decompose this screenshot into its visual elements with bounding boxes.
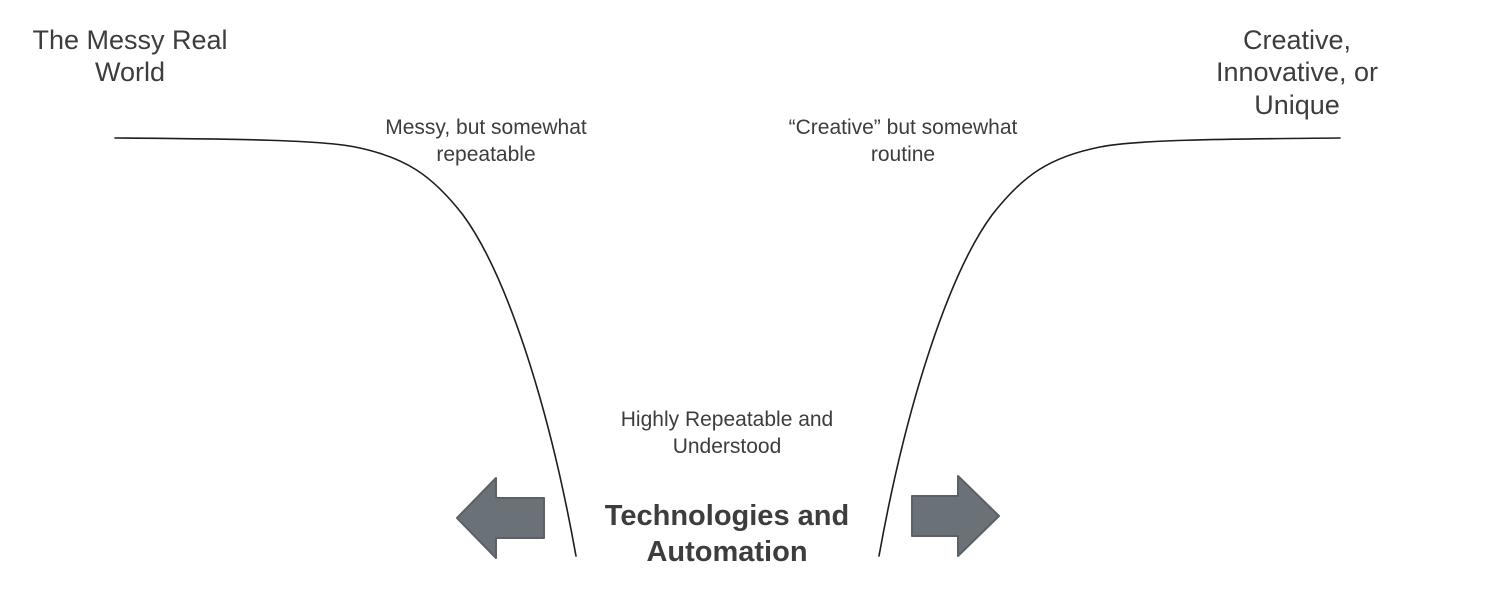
label-messy-real-world: The Messy Real World xyxy=(32,25,228,88)
arrow-left-icon xyxy=(456,477,545,559)
left-curve xyxy=(114,137,577,557)
label-messy-somewhat-repeatable: Messy, but somewhat repeatable xyxy=(385,116,587,167)
title-technologies-automation: Technologies and Automation xyxy=(604,500,850,569)
label-highly-repeatable-understood: Highly Repeatable and Understood xyxy=(620,408,834,459)
right-curve xyxy=(878,137,1341,557)
label-creative-somewhat-routine: “Creative” but somewhat routine xyxy=(788,116,1018,167)
label-creative-innovative-unique: Creative, Innovative, or Unique xyxy=(1215,25,1379,120)
arrow-right-icon xyxy=(911,475,1000,557)
